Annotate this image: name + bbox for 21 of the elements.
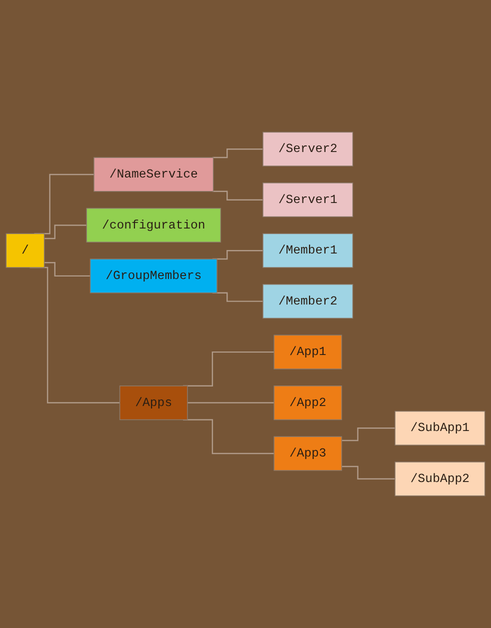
node-box: /SubApp1 xyxy=(394,410,486,446)
connector xyxy=(44,224,87,240)
node-box: /GroupMembers xyxy=(90,258,218,294)
node-box: /configuration xyxy=(86,208,222,242)
connector xyxy=(187,402,274,404)
node-box: /App3 xyxy=(274,436,342,471)
node-box: /Member1 xyxy=(262,233,354,268)
node-box: /App2 xyxy=(274,386,342,420)
node-box: /NameService xyxy=(94,157,214,192)
node-box: /Server1 xyxy=(262,182,354,218)
node-box: /App1 xyxy=(274,334,342,370)
connector xyxy=(342,428,396,442)
node-box: / xyxy=(6,233,45,268)
connector xyxy=(212,190,263,200)
node-box: /Member2 xyxy=(262,284,354,319)
connector xyxy=(212,148,263,158)
connector xyxy=(44,262,90,277)
node-box: /Server2 xyxy=(262,132,354,166)
connector xyxy=(342,466,396,480)
node-box: /Apps xyxy=(119,386,188,420)
node-box: /SubApp2 xyxy=(394,462,486,496)
